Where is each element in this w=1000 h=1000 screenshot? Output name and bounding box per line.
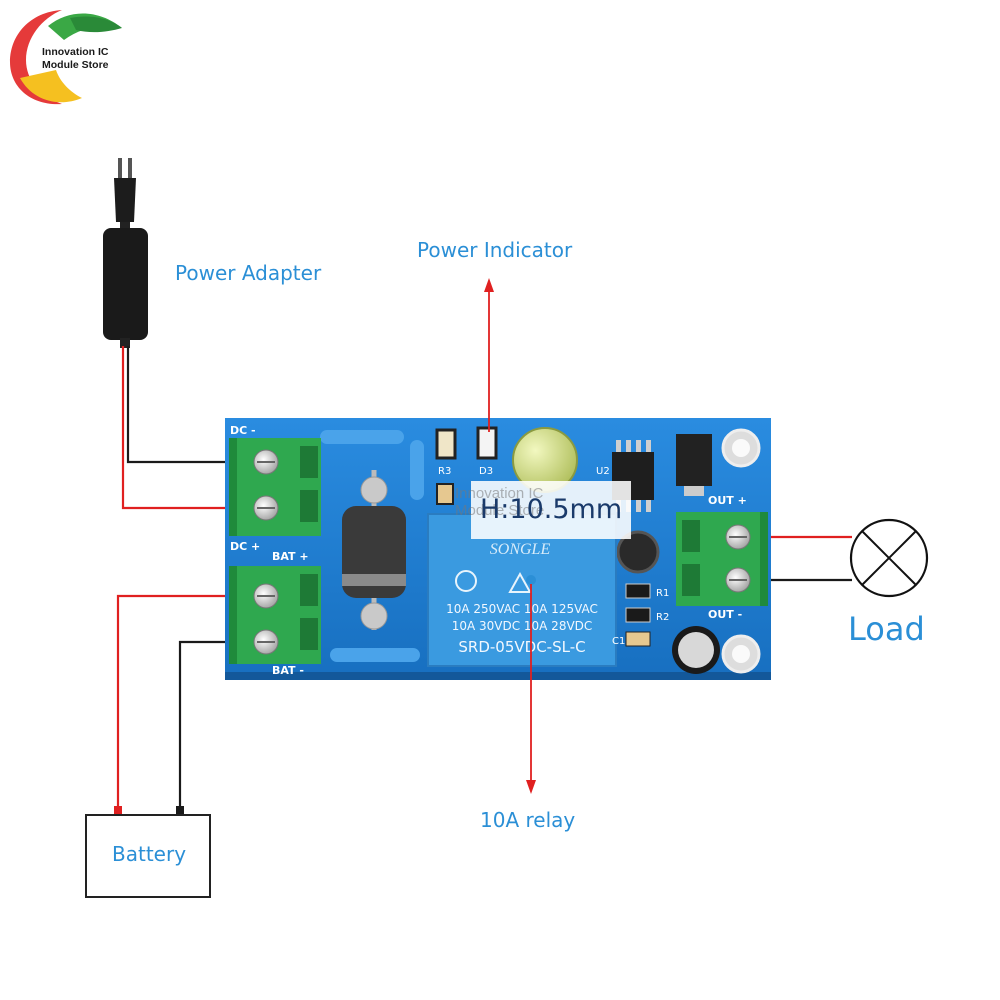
indicator-arrow-head xyxy=(484,278,494,292)
store-logo: Innovation IC Module Store xyxy=(8,6,128,106)
terminal-block-out xyxy=(676,512,768,606)
relay-label: 10A relay xyxy=(480,808,576,832)
relay-warning-icon xyxy=(508,571,532,593)
relay-cert-icon xyxy=(455,570,477,592)
terminal-block-bat xyxy=(229,566,321,664)
inductor xyxy=(616,530,660,574)
terminal-block-dc xyxy=(229,438,321,536)
relay-10a: SONGLE 10A 250VAC 10A 125VAC 10A 30VDC 1… xyxy=(427,513,617,667)
silk-r2: R2 xyxy=(656,612,669,623)
power-adapter xyxy=(103,158,148,348)
adapter-wire-negative xyxy=(126,346,266,464)
transistor xyxy=(676,434,712,486)
silk-dc-plus: DC + xyxy=(230,540,260,553)
relay-brand: SONGLE xyxy=(490,541,551,558)
watermark-line-1: Innovation IC xyxy=(455,485,544,502)
silk-dc-minus: DC - xyxy=(230,424,256,437)
pcb-shadow xyxy=(225,672,771,680)
battery-terminal-negative xyxy=(176,806,184,815)
battery-box xyxy=(85,814,211,898)
battery-label: Battery xyxy=(112,842,187,866)
silk-d3: D3 xyxy=(479,466,493,477)
plug-pin-right xyxy=(128,158,132,180)
resistor-r2 xyxy=(625,607,651,623)
adapter-wire-positive xyxy=(121,346,266,510)
capacitor-c1 xyxy=(625,631,651,647)
silk-r1: R1 xyxy=(656,588,669,599)
silk-bat-minus: BAT - xyxy=(272,664,304,677)
diode xyxy=(342,470,406,630)
silk-c1: C1 xyxy=(612,636,625,647)
watermark-line-2: Module Store xyxy=(455,502,545,519)
battery-terminal-positive xyxy=(114,806,122,815)
plug-pin-left xyxy=(118,158,122,180)
callout-arrows xyxy=(484,278,536,794)
silk-r3: R3 xyxy=(438,466,451,477)
dimension-label: H:10.5mm xyxy=(480,494,623,525)
plug-head xyxy=(114,178,136,222)
silk-bat-plus: BAT + xyxy=(272,550,309,563)
store-logo-graphic xyxy=(10,10,122,105)
battery-wire-positive xyxy=(116,594,266,808)
power-indicator-label: Power Indicator xyxy=(417,238,573,262)
mounting-hole-top-inner xyxy=(732,439,750,457)
pcb-trace-bottom xyxy=(330,648,420,662)
lamp-cross-2 xyxy=(861,530,917,586)
resistor-small xyxy=(436,483,454,505)
pcb-trace-mid xyxy=(410,440,424,500)
relay-rating-1: 10A 250VAC 10A 125VAC xyxy=(446,602,598,616)
logo-line-2: Module Store xyxy=(42,59,109,71)
logo-text: Innovation IC Module Store xyxy=(42,46,109,72)
silk-out-minus: OUT - xyxy=(708,608,742,621)
relay-arrow-head xyxy=(526,780,536,794)
pcb-trace-top xyxy=(320,430,404,444)
adapter-body xyxy=(103,228,148,340)
resistor-r3 xyxy=(435,428,457,460)
silk-out-plus: OUT + xyxy=(708,494,747,507)
relay-model: SRD-05VDC-SL-C xyxy=(458,638,585,656)
adapter-cable-end xyxy=(120,338,130,348)
load-lamp-symbol xyxy=(849,518,929,598)
watermark: Innovation IC Module Store xyxy=(455,485,544,519)
relay-marker-dot xyxy=(526,575,536,585)
dimension-label-background xyxy=(471,481,631,539)
logo-line-1: Innovation IC xyxy=(42,46,109,58)
power-adapter-label: Power Adapter xyxy=(175,261,322,285)
plug-neck xyxy=(120,222,130,232)
silk-u2: U2 xyxy=(596,466,610,477)
pcb-module: SONGLE 10A 250VAC 10A 125VAC 10A 30VDC 1… xyxy=(225,418,771,680)
led-d3 xyxy=(476,426,498,460)
relay-rating-2: 10A 30VDC 10A 28VDC xyxy=(452,619,593,633)
resistor-r1 xyxy=(625,583,651,599)
mounting-hole-bottom-inner xyxy=(732,645,750,663)
load-label: Load xyxy=(848,610,925,648)
